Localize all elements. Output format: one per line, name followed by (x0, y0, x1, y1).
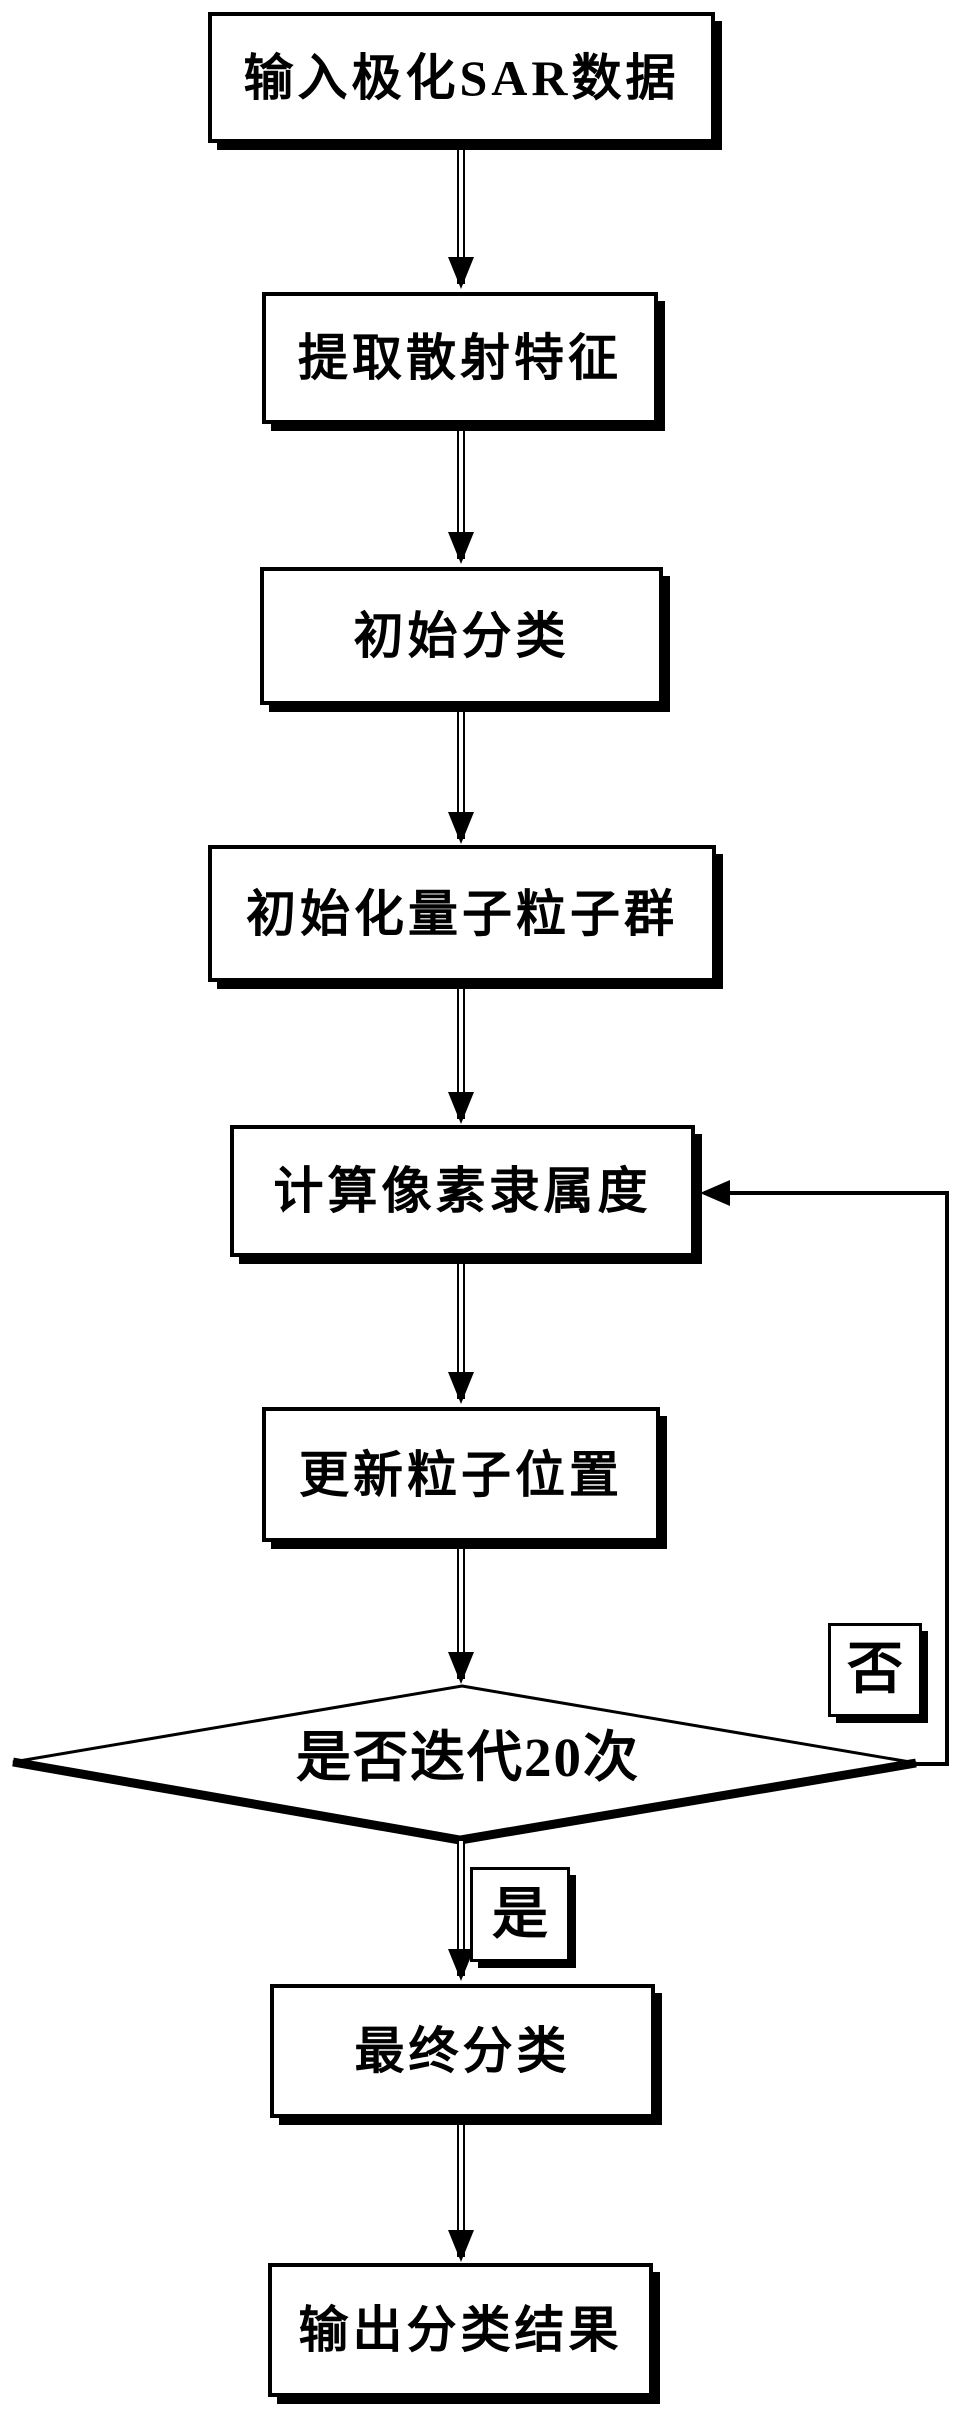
node-label: 输出分类结果 (298, 2302, 623, 2358)
node-initial-classification: 初始分类 (260, 567, 663, 705)
node-label: 最终分类 (354, 2023, 571, 2079)
node-final-classification: 最终分类 (270, 1984, 655, 2118)
node-output-classification-result: 输出分类结果 (268, 2263, 653, 2397)
edge-membership-to-update (448, 1258, 474, 1404)
node-label: 计算像素隶属度 (273, 1163, 652, 1219)
edge-label-no: 否 (828, 1623, 922, 1717)
edge-input-to-extract (448, 144, 474, 289)
node-update-particle-position: 更新粒子位置 (262, 1407, 660, 1542)
edge-initswarm-to-membership (448, 983, 474, 1124)
edge-label-text: 是 (492, 1883, 548, 1946)
edge-initclass-to-initswarm (448, 706, 474, 844)
edge-label-text: 否 (847, 1639, 903, 1701)
edge-finalclass-to-output (448, 2119, 474, 2262)
node-extract-scattering-features: 提取散射特征 (262, 292, 658, 424)
node-input-polsar-data: 输入极化SAR数据 (208, 12, 715, 143)
edge-decision-no-loop (700, 1180, 949, 1766)
node-compute-pixel-membership: 计算像素隶属度 (230, 1125, 695, 1257)
node-label: 输入极化SAR数据 (243, 49, 680, 106)
edge-update-to-decision (448, 1543, 474, 1684)
node-label: 初始分类 (353, 608, 570, 664)
node-label: 初始化量子粒子群 (246, 885, 678, 942)
decision-diamond-label: 是否迭代20次 (118, 1726, 818, 1788)
edge-extract-to-initclass (448, 425, 474, 564)
node-label: 是否迭代20次 (295, 1726, 640, 1788)
edge-label-yes: 是 (470, 1867, 570, 1962)
node-label: 提取散射特征 (298, 330, 622, 386)
edge-decision-yes-to-finalclass (448, 1841, 474, 1981)
node-decision-diamond (12, 1684, 917, 1845)
node-initialize-quantum-particle-swarm: 初始化量子粒子群 (208, 845, 716, 982)
node-label: 更新粒子位置 (299, 1446, 623, 1503)
